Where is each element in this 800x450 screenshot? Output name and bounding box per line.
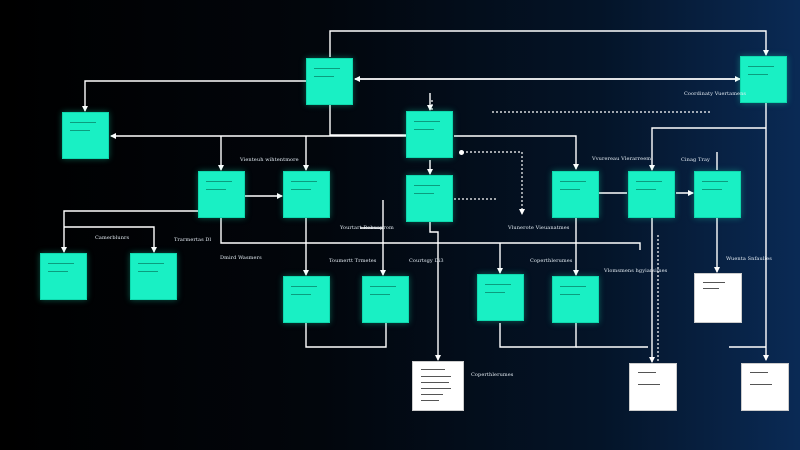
- process-node[interactable]: [552, 171, 599, 218]
- process-node[interactable]: [130, 253, 177, 300]
- document-card[interactable]: [741, 363, 789, 411]
- node-label: Vienteuh wihtentmore: [240, 157, 299, 163]
- process-node[interactable]: [740, 56, 787, 103]
- node-label: Wuenta Snfaulies: [726, 256, 772, 262]
- connector: [454, 135, 579, 170]
- process-node[interactable]: [406, 175, 453, 222]
- process-node[interactable]: [62, 112, 109, 159]
- node-label: Camerblunrs: [95, 235, 130, 241]
- node-label: Coperthlerumes: [530, 258, 573, 264]
- process-node[interactable]: [283, 171, 330, 218]
- connector: [64, 226, 157, 253]
- node-label: Vvurereau Vlerarreem: [592, 156, 652, 162]
- document-card[interactable]: [694, 273, 742, 323]
- node-label: Trarmertas Dl: [174, 237, 212, 243]
- node-label: Yourtart Robuaprom: [340, 225, 394, 231]
- process-node[interactable]: [306, 58, 353, 105]
- node-label: Toumertt Trmetes: [329, 258, 377, 264]
- junction-dot: [459, 150, 464, 155]
- connector: [649, 127, 766, 171]
- node-label: Coordinaty Vuertamens: [684, 91, 747, 97]
- process-node[interactable]: [477, 274, 524, 321]
- connector: [499, 323, 577, 348]
- process-node[interactable]: [40, 253, 87, 300]
- connector: [329, 30, 769, 57]
- node-label: Coperthlerumes: [471, 372, 514, 378]
- process-node[interactable]: [552, 276, 599, 323]
- document-card[interactable]: [629, 363, 677, 411]
- connector: [61, 210, 198, 253]
- connector: [82, 80, 306, 112]
- connector: [305, 323, 387, 348]
- node-label: Courtsgy Di3: [409, 258, 444, 264]
- process-node[interactable]: [628, 171, 675, 218]
- dashed-connector: [462, 151, 525, 215]
- connector: [329, 105, 430, 136]
- process-node[interactable]: [694, 171, 741, 218]
- node-label: Cinag Tray: [681, 157, 710, 163]
- process-node[interactable]: [198, 171, 245, 218]
- document-card[interactable]: [412, 361, 464, 411]
- connector: [429, 222, 441, 361]
- connector: [220, 218, 641, 250]
- process-node[interactable]: [283, 276, 330, 323]
- node-label: Vlomsmens hgyiarsimes: [604, 268, 668, 274]
- node-label: Dmird Wasmers: [220, 255, 262, 261]
- node-label: Vlunerote Vieuanatmes: [508, 225, 570, 231]
- process-node[interactable]: [362, 276, 409, 323]
- process-node[interactable]: [406, 111, 453, 158]
